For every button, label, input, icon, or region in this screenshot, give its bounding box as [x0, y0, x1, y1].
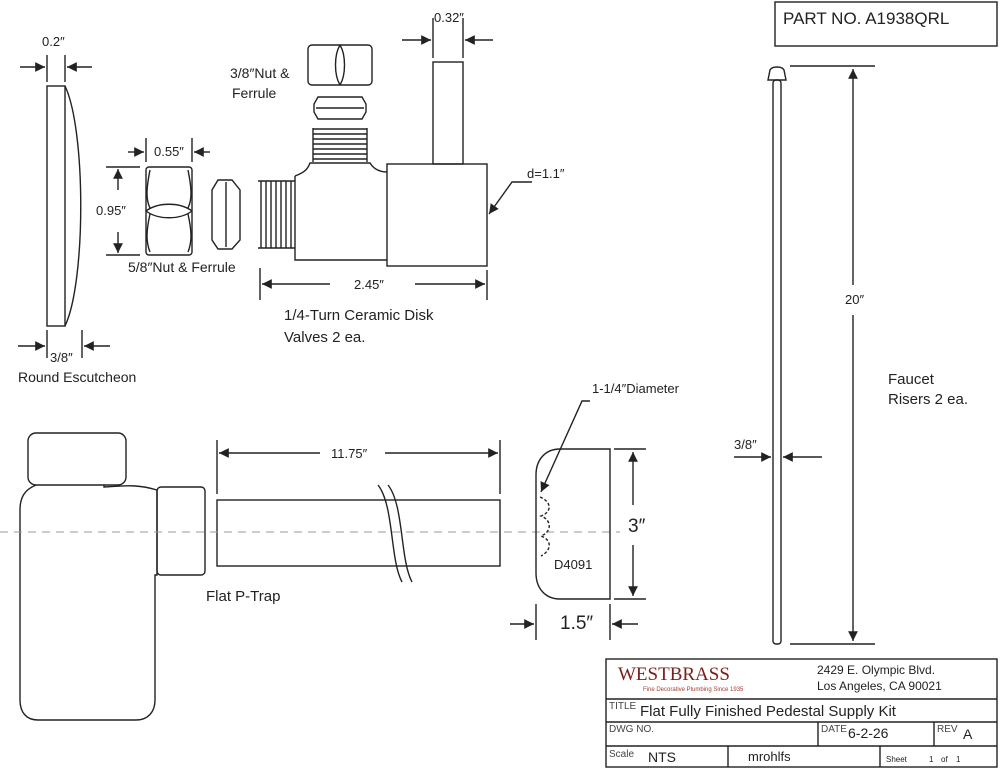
leader-line [488, 181, 532, 215]
label-risers: Risers 2 ea. [888, 391, 968, 408]
drawn-by: mrohlfs [748, 749, 791, 764]
dim-escutcheon-thickness: 0.2″ [42, 34, 65, 49]
label-nut-5-8: 5/8″Nut & Ferrule [128, 259, 236, 275]
dim-nut-width: 0.55″ [154, 144, 184, 159]
label-flat-ptrap: Flat P-Trap [206, 588, 280, 605]
brand-logo: WESTBRASS [618, 664, 730, 685]
dim-nut-height: 0.95″ [96, 203, 126, 218]
valve-body [258, 61, 488, 267]
round-escutcheon [46, 85, 82, 327]
dim-valve-diameter: d=1.1″ [527, 166, 565, 181]
dim-tube-length: 11.75″ [331, 446, 368, 461]
sheet-total: 1 [956, 755, 961, 764]
d4091-cap [535, 448, 611, 600]
ferrule-3-8 [313, 96, 367, 120]
p-trap [19, 432, 501, 721]
dwg-no-label: DWG NO. [609, 724, 654, 735]
label-nut-3-8: 3/8″Nut & [230, 65, 290, 81]
label-faucet: Faucet [888, 371, 935, 388]
nut-3-8 [307, 44, 373, 86]
leader-line [540, 400, 590, 493]
sheet-label: Sheet [886, 755, 908, 764]
part-number: PART NO. A1938QRL [783, 9, 949, 28]
ferrule-5-8 [211, 179, 241, 250]
label-d4091: D4091 [554, 557, 592, 572]
label-round-escutcheon: Round Escutcheon [18, 369, 136, 385]
label-diameter: 1-1/4″Diameter [592, 381, 680, 396]
label-valve-line1: 1/4-Turn Ceramic Disk [284, 307, 434, 324]
brand-tagline: Fine Decorative Plumbing Since 1935 [643, 687, 744, 693]
dim-escutcheon-3-8: 3/8″ [50, 350, 73, 365]
rev-value: A [963, 726, 973, 742]
rev-label: REV [937, 724, 958, 735]
part-number-box [774, 1, 998, 47]
dim-riser-length: 20″ [845, 292, 864, 307]
dim-cap-width: 1.5″ [560, 613, 593, 634]
drawing-title: Flat Fully Finished Pedestal Supply Kit [640, 703, 897, 720]
label-nut-3-8-ferrule: Ferrule [232, 85, 277, 101]
dim-stem-width: 0.32″ [434, 10, 464, 25]
scale-value: NTS [648, 749, 676, 765]
date-value: 6-2-26 [848, 725, 889, 741]
dim-valve-length: 2.45″ [354, 277, 384, 292]
sheet-number: 1 [929, 755, 934, 764]
address-line1: 2429 E. Olympic Blvd. [817, 663, 935, 677]
nut-5-8 [145, 166, 193, 256]
title-block [605, 658, 998, 768]
address-line2: Los Angeles, CA 90021 [817, 679, 942, 693]
sheet-of-label: of [941, 755, 948, 764]
dim-cap-height: 3″ [628, 516, 646, 537]
label-valve-line2: Valves 2 ea. [284, 329, 365, 346]
date-label: DATE [821, 724, 847, 735]
title-label: TITLE [609, 701, 637, 712]
faucet-riser [767, 66, 787, 645]
scale-label: Scale [609, 749, 634, 760]
dim-riser-diameter: 3/8″ [734, 437, 757, 452]
